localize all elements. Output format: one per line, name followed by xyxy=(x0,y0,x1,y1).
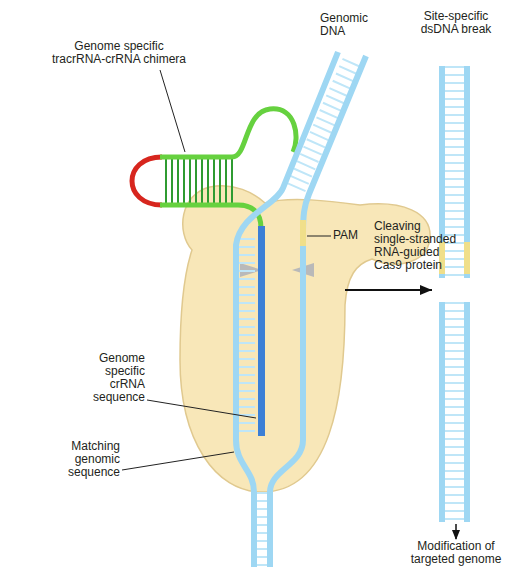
rna-hairpin xyxy=(132,157,162,205)
pam-segment xyxy=(439,242,445,274)
process-arrow xyxy=(345,289,432,291)
dna-base-pairs xyxy=(296,62,352,188)
cas9-protein-shape xyxy=(178,182,345,494)
dna-strand xyxy=(464,66,470,278)
result-label: Modification of targeted genome xyxy=(406,540,506,566)
pam-segment xyxy=(464,242,470,274)
cas9-protein: Cleaving single-stranded RNA-guided Cas9… xyxy=(178,182,345,494)
leader-line xyxy=(160,70,185,152)
dsdna-shape xyxy=(432,62,476,532)
dna-strand xyxy=(464,302,470,522)
dna-label: Genomic DNA xyxy=(320,12,375,38)
dna-base-pairs xyxy=(256,492,268,567)
cleavage-site xyxy=(240,263,262,277)
tracrrna-strand xyxy=(160,109,296,157)
dna-base-pairs xyxy=(445,302,464,522)
dna-strand xyxy=(439,302,445,522)
rna-label: Genome specific tracrRNA-crRNA chimera xyxy=(49,40,189,66)
dna-strand xyxy=(439,66,445,278)
cleavage-site xyxy=(292,263,314,277)
sequence-label: Matching genomic sequence xyxy=(60,440,120,479)
dna-base-pairs xyxy=(445,66,464,278)
node-text: Site-specific dsDNA break xyxy=(416,10,496,36)
pam-label: PAM xyxy=(333,229,373,242)
node-text: Cleaving single-stranded RNA-guided Cas9… xyxy=(374,220,458,272)
result-arrow xyxy=(455,524,457,539)
dsdna-break-strand: Site-specific dsDNA break xyxy=(432,62,476,532)
crrna-label: Genome specific crRNA sequence xyxy=(80,352,145,404)
